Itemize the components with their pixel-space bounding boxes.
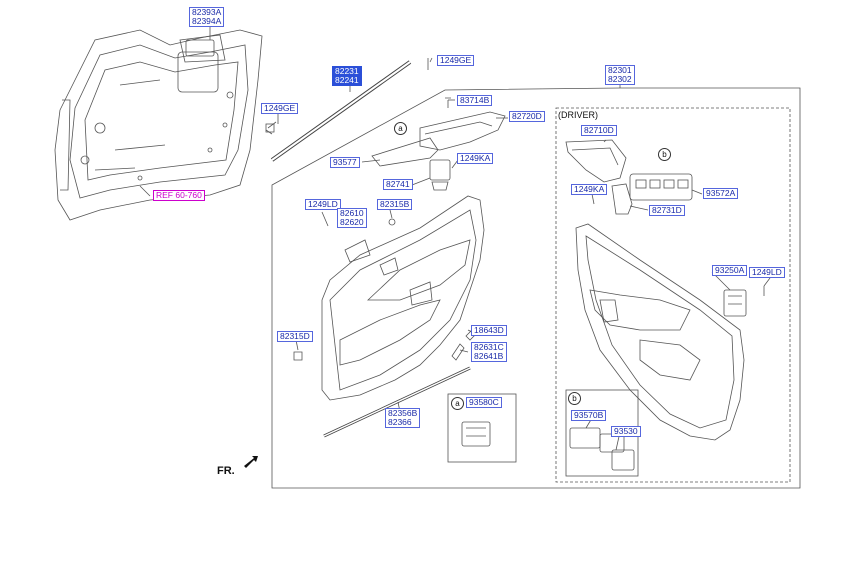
label-93577[interactable]: 93577 <box>330 157 360 168</box>
front-arrow-icon <box>244 456 258 468</box>
weatherstrip-drawing <box>270 60 412 162</box>
callout-a: a <box>394 122 407 135</box>
front-direction-label: FR. <box>217 465 235 477</box>
label-82741[interactable]: 82741 <box>383 179 413 190</box>
door-frame-drawing <box>54 29 263 221</box>
callout-b-box: b <box>568 392 581 405</box>
label-82315D[interactable]: 82315D <box>277 331 313 342</box>
label-18643D[interactable]: 18643D <box>471 325 507 336</box>
label-82720D[interactable]: 82720D <box>509 111 545 122</box>
left-trim-panel-drawing <box>321 195 485 401</box>
label-93250A[interactable]: 93250A <box>712 265 748 276</box>
driver-caption: (DRIVER) <box>558 110 598 120</box>
label-93580C[interactable]: 93580C <box>466 397 502 408</box>
label-93572A[interactable]: 93572A <box>703 188 739 199</box>
driver-armrest-drawing <box>565 139 627 183</box>
assembly-outline <box>271 87 801 489</box>
label-1249GE-top[interactable]: 1249GE <box>437 55 475 66</box>
callout-a-box: a <box>451 397 464 410</box>
driver-trim-panel-drawing <box>575 223 745 441</box>
label-1249KA-left[interactable]: 1249KA <box>457 153 494 164</box>
armrest-drawing <box>419 111 506 151</box>
callout-b: b <box>658 148 671 161</box>
detail-box-a <box>447 393 517 463</box>
bolt-drawing <box>265 121 277 135</box>
label-82731D[interactable]: 82731D <box>649 205 685 216</box>
label-ref-60-760[interactable]: REF 60-760 <box>153 190 205 201</box>
window-switch-drawing <box>629 173 693 201</box>
label-83714B[interactable]: 83714B <box>457 95 493 106</box>
label-82710D[interactable]: 82710D <box>581 125 617 136</box>
label-1249LD-right[interactable]: 1249LD <box>749 267 785 278</box>
bracket-drawing <box>371 137 439 167</box>
label-1249GE-left[interactable]: 1249GE <box>261 103 299 114</box>
label-93530[interactable]: 93530 <box>611 426 641 437</box>
driver-box <box>555 107 791 483</box>
label-1249KA-right[interactable]: 1249KA <box>571 184 608 195</box>
label-93570B[interactable]: 93570B <box>571 410 607 421</box>
label-82315B[interactable]: 82315B <box>377 199 413 210</box>
label-1249LD-left[interactable]: 1249LD <box>305 199 341 210</box>
